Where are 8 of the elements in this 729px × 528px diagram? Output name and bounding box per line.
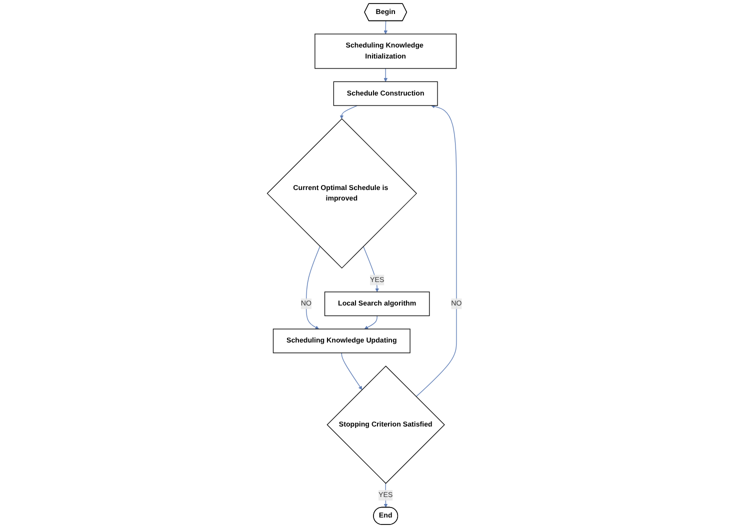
- arrow: [363, 246, 380, 292]
- arrow: [416, 104, 457, 397]
- arrow: [340, 105, 358, 119]
- arrow: [306, 246, 320, 330]
- arrow: [384, 68, 388, 82]
- arrow: [364, 315, 378, 330]
- arrow: [384, 20, 388, 34]
- arrow: [341, 352, 362, 390]
